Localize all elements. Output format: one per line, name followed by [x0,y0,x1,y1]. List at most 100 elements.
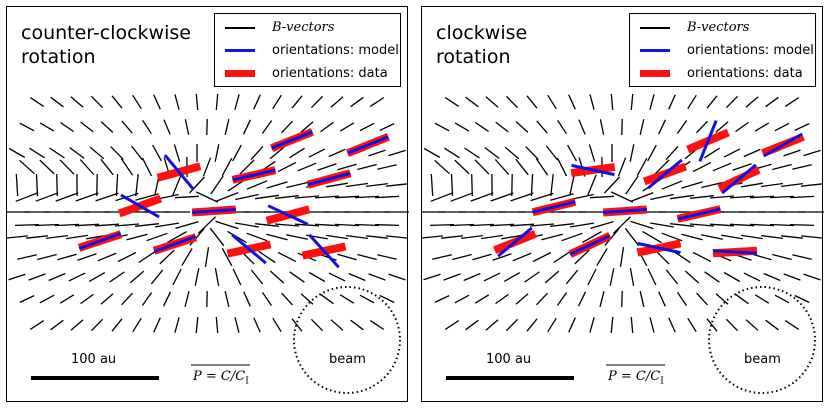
bvector [232,268,242,286]
bvector [310,318,324,332]
bvector [35,192,59,202]
bvector [454,294,470,304]
bvector [269,146,285,160]
bvector [624,227,640,247]
bvector [772,163,792,171]
bvector [150,269,164,285]
bvector [612,216,632,234]
bvector [109,271,125,283]
bvector [269,270,285,284]
bvector [100,158,114,176]
bvector [474,159,490,175]
bvector [79,159,95,175]
bvector [530,173,534,197]
bvector [337,253,357,261]
bvector [250,145,264,161]
panel-title: counter-clockwise rotation [21,22,191,68]
bvector [547,317,557,333]
bvector [289,147,305,159]
bvector [715,293,729,305]
bvector [357,163,377,171]
bvector [526,95,538,109]
beam-circle [293,286,401,394]
bvector [569,174,575,196]
bvector [272,94,282,110]
bvector [74,223,100,227]
bvector [709,223,735,227]
bvector [310,95,324,109]
bvector [368,273,386,281]
bvector [485,319,499,331]
bvector [553,250,571,264]
bvector [444,97,460,107]
bvector [483,272,501,282]
bvector [692,161,712,173]
bvector [596,248,608,266]
bvector [630,93,634,111]
bvector [227,230,247,244]
bvector [495,293,509,305]
bvector [465,319,479,331]
bvector [450,173,454,197]
bvector [495,121,509,133]
bvector [723,148,741,158]
bvector [66,234,88,240]
bvector [650,222,674,228]
bvector [784,320,800,330]
orientation-model [532,200,576,214]
bvector [314,223,340,227]
bvector [181,248,193,266]
legend: B-vectors orientations: model orientatio… [214,13,401,87]
bvector [19,295,35,303]
bvector [26,235,48,239]
bvector [56,173,58,197]
bvector [529,223,555,227]
orientation-model [497,226,533,258]
bvector [97,252,117,262]
bvector [184,119,190,135]
p-label: P = C/CI [608,369,664,387]
bvector [366,235,388,239]
orientation-model [231,233,267,265]
bvector [754,122,770,132]
legend-swatch-model [640,49,670,52]
bvector [665,145,679,161]
scale-bar-label: 100 au [71,352,117,367]
bvector [163,119,171,135]
bvector [789,223,815,227]
bvector [261,292,273,306]
bvector [441,235,463,239]
bvector [465,96,479,108]
bvector [138,250,156,264]
bvector [308,148,326,158]
bvector [704,147,720,159]
bvector [266,233,288,241]
orientation-model [647,158,683,190]
bvector [687,94,697,110]
bvector [619,247,625,267]
bvector [647,144,657,162]
bvector [557,119,567,135]
bvector [485,96,499,108]
bvector [308,271,326,283]
bvector [743,272,761,282]
bvector [749,223,775,227]
legend-swatch-bvec [225,27,255,29]
bvector [763,272,781,282]
bvector [258,250,276,264]
beam-circle [708,286,816,394]
bvector [328,272,346,282]
bvector [472,253,492,261]
bvector [215,316,219,334]
bvector [639,291,645,307]
bvector [665,269,679,285]
bvector [545,145,559,161]
bvector [582,231,602,243]
bvector [70,96,84,108]
bvector [174,195,200,199]
bvector [783,149,801,157]
bvector [765,319,779,331]
bvector [504,146,520,160]
orientation-markers [493,120,805,258]
bvector [604,176,620,194]
